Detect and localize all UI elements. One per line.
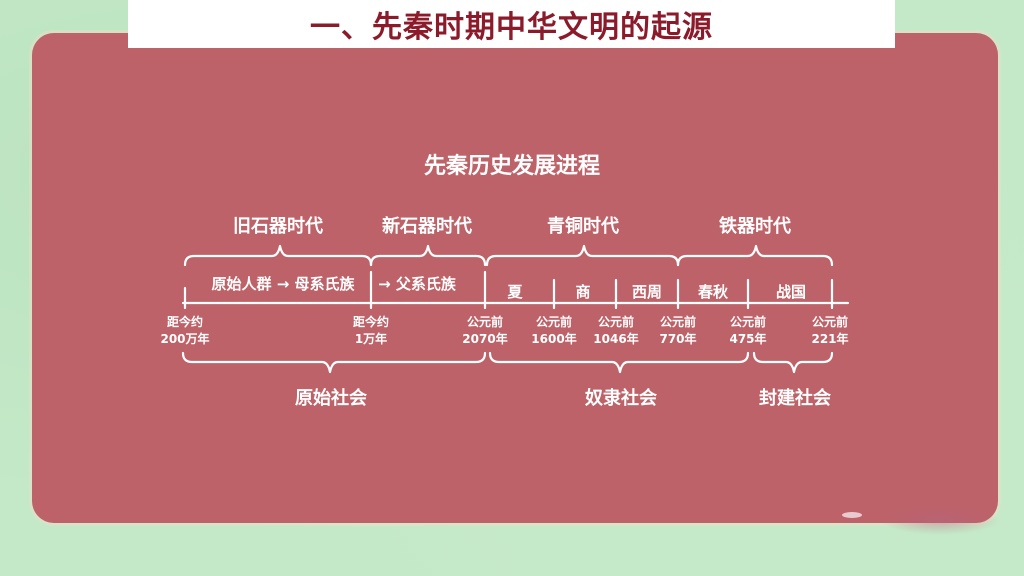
date-line2: 221年 bbox=[811, 332, 849, 346]
content-panel bbox=[32, 33, 998, 523]
brace-paleolithic bbox=[183, 244, 373, 267]
date-770: 公元前 770年 bbox=[659, 314, 696, 348]
date-line2: 1046年 bbox=[593, 332, 639, 346]
date-475: 公元前 475年 bbox=[729, 314, 766, 348]
date-line2: 2070年 bbox=[462, 332, 508, 346]
date-1046: 公元前 1046年 bbox=[593, 314, 638, 348]
era-neolithic: 新石器时代 bbox=[382, 216, 472, 237]
brace-neolithic bbox=[369, 244, 487, 267]
brace-iron bbox=[676, 244, 834, 267]
date-line1: 公元前 bbox=[811, 315, 848, 329]
title-bar: 一、先秦时期中华文明的起源 bbox=[128, 0, 895, 48]
segment-patrilineal: → 父系氏族 bbox=[378, 275, 456, 293]
date-200wan: 距今约 200万年 bbox=[160, 314, 209, 348]
date-line1: 公元前 bbox=[466, 315, 503, 329]
watermark-mark bbox=[842, 512, 862, 518]
brace-primitive bbox=[181, 351, 487, 374]
segment-spring-autumn: 春秋 bbox=[697, 283, 729, 301]
date-line1: 公元前 bbox=[597, 315, 634, 329]
watermark-smudge bbox=[880, 505, 1000, 535]
date-line1: 距今约 bbox=[352, 315, 390, 329]
date-1600: 公元前 1600年 bbox=[531, 314, 576, 348]
date-line1: 公元前 bbox=[659, 315, 696, 329]
era-paleolithic: 旧石器时代 bbox=[233, 216, 323, 237]
brace-bronze bbox=[485, 244, 680, 267]
date-1wan: 距今约 1万年 bbox=[353, 314, 389, 348]
date-line2: 1600年 bbox=[531, 332, 577, 346]
era-bronze: 青铜时代 bbox=[547, 216, 619, 237]
brace-slave bbox=[488, 351, 750, 374]
society-slave: 奴隶社会 bbox=[585, 388, 657, 409]
society-feudal: 封建社会 bbox=[759, 388, 831, 409]
page-title: 一、先秦时期中华文明的起源 bbox=[310, 10, 713, 45]
diagram-title: 先秦历史发展进程 bbox=[423, 154, 600, 179]
date-line1: 公元前 bbox=[729, 315, 766, 329]
segment-shang: 商 bbox=[575, 283, 591, 301]
date-221: 公元前 221年 bbox=[811, 314, 848, 348]
date-line1: 公元前 bbox=[535, 315, 572, 329]
date-line2: 475年 bbox=[729, 332, 767, 346]
society-primitive: 原始社会 bbox=[295, 388, 367, 409]
era-iron: 铁器时代 bbox=[719, 216, 791, 237]
segment-western-zhou: 西周 bbox=[631, 283, 663, 301]
date-2070: 公元前 2070年 bbox=[462, 314, 507, 348]
segment-xia: 夏 bbox=[507, 283, 523, 301]
date-line1: 距今约 bbox=[166, 315, 203, 329]
brace-feudal bbox=[752, 351, 834, 374]
segment-primitive-matrilineal: 原始人群 → 母系氏族 bbox=[211, 275, 355, 293]
segment-warring-states: 战国 bbox=[775, 283, 807, 301]
date-line2: 770年 bbox=[659, 332, 697, 346]
date-line2: 200万年 bbox=[160, 332, 210, 346]
date-line2: 1万年 bbox=[354, 332, 388, 346]
